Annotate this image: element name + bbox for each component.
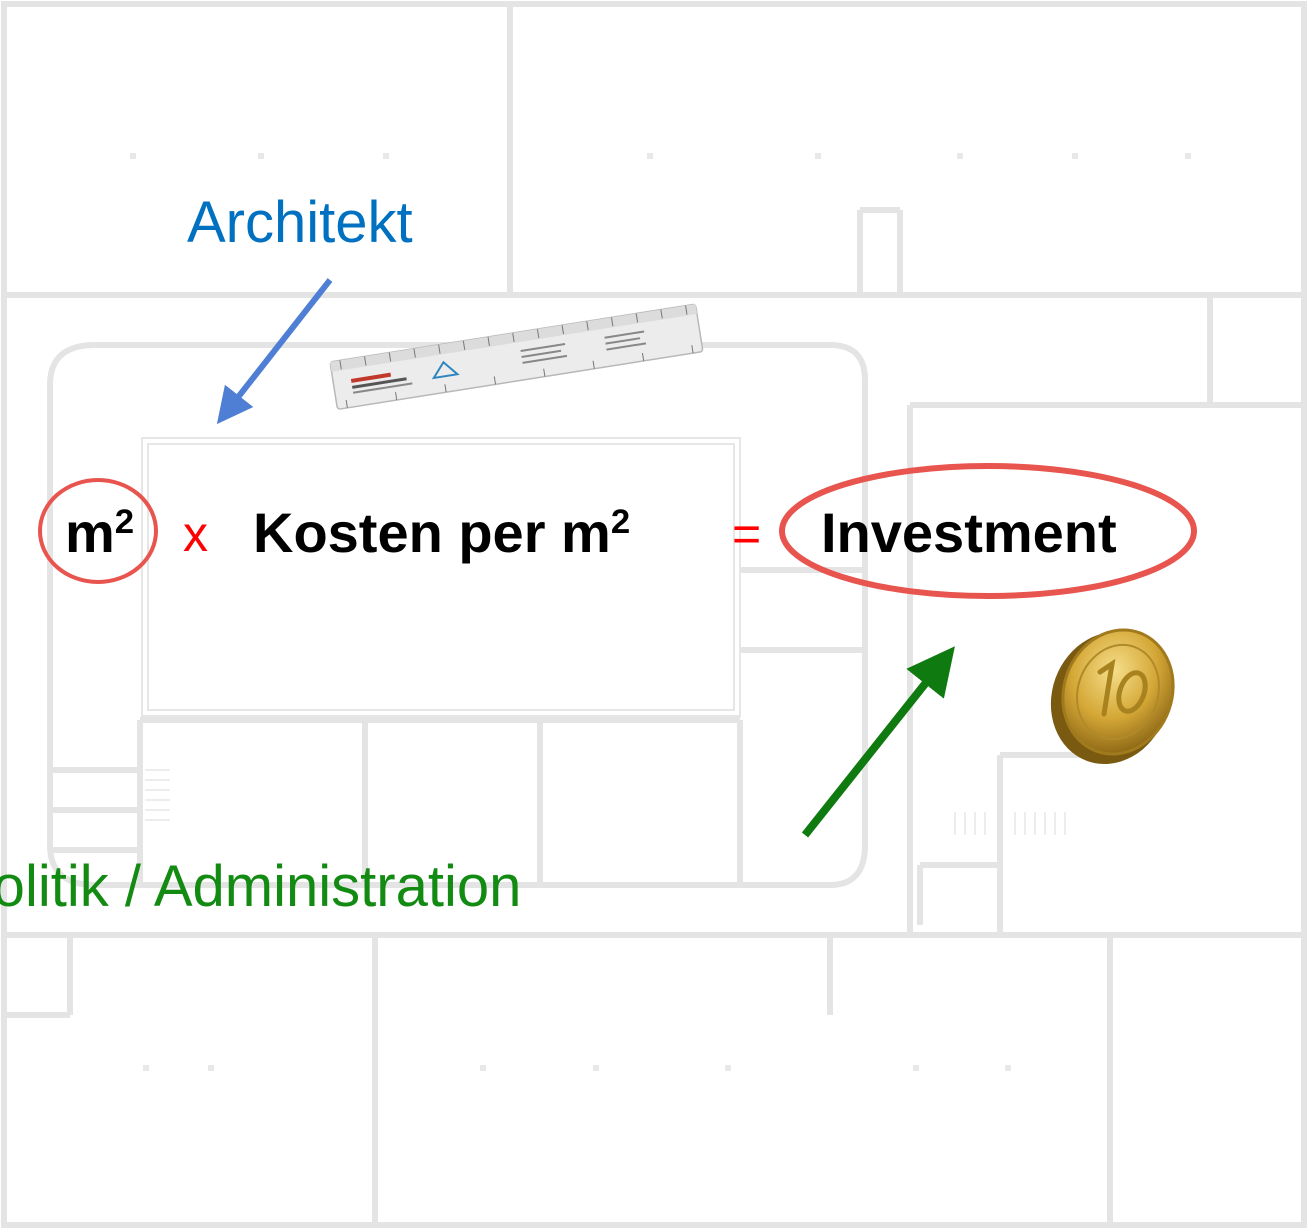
multiply-operator: x: [183, 506, 208, 562]
cost-exponent: 2: [610, 502, 631, 541]
equals-operator: =: [732, 506, 762, 562]
cost-base: Kosten per m: [253, 501, 611, 564]
area-exponent: 2: [114, 502, 135, 541]
area-base: m: [65, 501, 115, 564]
investment-result: Investment: [821, 501, 1117, 564]
scale-ruler-icon: [329, 303, 704, 410]
area-highlight-ring: [38, 478, 158, 584]
cost-per-area-term: Kosten per m2: [253, 505, 630, 561]
area-term: m2: [65, 505, 134, 561]
coin-icon: [1050, 628, 1175, 765]
floorplan-stairs: [145, 769, 1066, 835]
floorplan-columns: [130, 153, 1191, 1071]
politics-administration-label: Politik / Administration: [0, 854, 522, 919]
floorplan-hall: [141, 437, 741, 717]
investment-highlight-ring: [779, 463, 1197, 599]
architect-arrow: [216, 278, 333, 425]
politics-arrow: [801, 646, 955, 838]
architect-label: Architekt: [187, 190, 413, 255]
